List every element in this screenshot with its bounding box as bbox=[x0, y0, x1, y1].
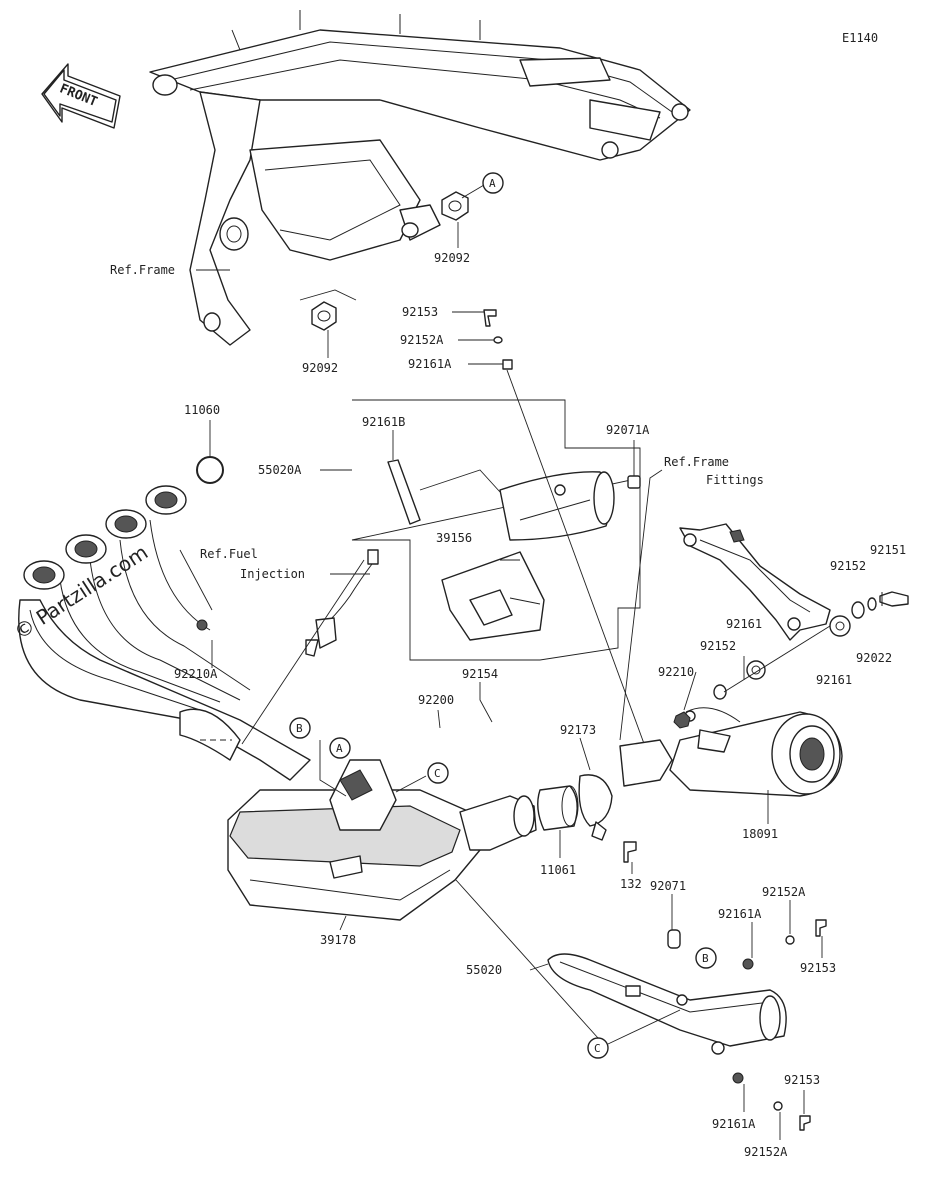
label-ref-fuel-2: Injection bbox=[240, 567, 305, 581]
nut-92092-bottom bbox=[311, 301, 337, 331]
label-11060: 11060 bbox=[184, 403, 220, 417]
collar-92161a-mid bbox=[742, 958, 754, 970]
bolt-92151 bbox=[879, 591, 909, 607]
svg-text:C: C bbox=[434, 767, 441, 780]
gasket-11061 bbox=[537, 785, 579, 831]
svg-text:A: A bbox=[489, 177, 496, 190]
label-92152a-bottom: 92152A bbox=[744, 1145, 788, 1159]
label-92161b: 92161B bbox=[362, 415, 405, 429]
label-92154: 92154 bbox=[462, 667, 498, 681]
callout-c-mid: C bbox=[427, 762, 449, 784]
label-ref-frame-fittings-2: Fittings bbox=[706, 473, 764, 487]
label-92071a: 92071A bbox=[606, 423, 650, 437]
washer-92152a-mid bbox=[785, 935, 795, 945]
label-92210a: 92210A bbox=[174, 667, 218, 681]
washer-92022 bbox=[867, 597, 877, 611]
label-39156: 39156 bbox=[436, 531, 472, 545]
muffler-18091 bbox=[619, 707, 843, 797]
washer-92152a-top bbox=[493, 336, 503, 344]
exhaust-chamber-39178 bbox=[227, 759, 481, 921]
insulation-strip-92161b bbox=[387, 459, 421, 525]
connector-pipe bbox=[459, 795, 537, 851]
label-92161-b: 92161 bbox=[816, 673, 852, 687]
callout-a-top: A bbox=[482, 172, 504, 194]
oxygen-sensor bbox=[305, 549, 379, 657]
header-flange-3 bbox=[105, 509, 147, 539]
label-92152a-top: 92152A bbox=[400, 333, 444, 347]
label-92153-bottom: 92153 bbox=[784, 1073, 820, 1087]
label-92071: 92071 bbox=[650, 879, 686, 893]
label-92092-top: 92092 bbox=[434, 251, 470, 265]
label-92152-b: 92152 bbox=[700, 639, 736, 653]
label-92092-bottom: 92092 bbox=[302, 361, 338, 375]
header-flange-4 bbox=[145, 485, 187, 515]
header-flange-2 bbox=[65, 534, 107, 564]
label-11061: 11061 bbox=[540, 863, 576, 877]
collar-92152-left bbox=[713, 684, 727, 700]
header-flange-1 bbox=[23, 560, 65, 590]
svg-text:B: B bbox=[702, 952, 709, 965]
label-92153-mid: 92153 bbox=[800, 961, 836, 975]
bolt-92153-mid bbox=[815, 919, 827, 937]
collar-92152-right bbox=[851, 601, 865, 619]
label-132: 132 bbox=[620, 877, 642, 891]
nut-92210a bbox=[196, 619, 208, 631]
collar-92161a-bottom bbox=[732, 1072, 744, 1084]
callout-a-mid: A bbox=[329, 737, 351, 759]
exhaust-header-pipes bbox=[18, 485, 311, 781]
label-92152a-mid: 92152A bbox=[762, 885, 806, 899]
label-ref-frame-fittings-1: Ref.Frame bbox=[664, 455, 729, 469]
nut-92092-top bbox=[441, 191, 469, 221]
label-92173: 92173 bbox=[560, 723, 596, 737]
gasket-11060 bbox=[196, 456, 224, 484]
label-92161a-top: 92161A bbox=[408, 357, 452, 371]
label-92161a-bottom: 92161A bbox=[712, 1117, 756, 1131]
callout-b-left: B bbox=[289, 717, 311, 739]
rubber-92161-right bbox=[829, 615, 851, 637]
label-92153-top: 92153 bbox=[402, 305, 438, 319]
label-92161a-mid: 92161A bbox=[718, 907, 762, 921]
bolt-132 bbox=[623, 841, 637, 863]
damper-92071 bbox=[667, 929, 681, 949]
label-55020: 55020 bbox=[466, 963, 502, 977]
svg-text:C: C bbox=[594, 1042, 601, 1055]
collar-92161a-top bbox=[502, 359, 513, 370]
label-92022: 92022 bbox=[856, 651, 892, 665]
label-39178: 39178 bbox=[320, 933, 356, 947]
label-92161-a: 92161 bbox=[726, 617, 762, 631]
callout-b-right: B bbox=[695, 947, 717, 969]
part-labels: 92092 Ref.Frame 92092 92153 92152A 92161… bbox=[110, 251, 906, 1159]
svg-text:A: A bbox=[336, 742, 343, 755]
label-55020a: 55020A bbox=[258, 463, 302, 477]
label-ref-fuel-1: Ref.Fuel bbox=[200, 547, 258, 561]
label-92152-a: 92152 bbox=[830, 559, 866, 573]
leader-lines bbox=[179, 184, 823, 1140]
frame-assembly bbox=[149, 10, 691, 346]
heat-shield-panel-55020a bbox=[499, 471, 615, 541]
frame-fitting-bracket bbox=[679, 523, 831, 641]
front-direction-arrow: FRONT bbox=[41, 63, 121, 129]
heat-shield-kit-outline bbox=[320, 399, 641, 661]
label-92200: 92200 bbox=[418, 693, 454, 707]
label-92210: 92210 bbox=[658, 665, 694, 679]
nut-92210 bbox=[673, 711, 691, 729]
insulator-39156 bbox=[441, 551, 545, 641]
label-18091: 18091 bbox=[742, 827, 778, 841]
heat-shield-55020 bbox=[547, 953, 787, 1055]
label-92151: 92151 bbox=[870, 543, 906, 557]
label-ref-frame: Ref.Frame bbox=[110, 263, 175, 277]
washer-92152a-bottom bbox=[773, 1101, 783, 1111]
clamp-92173 bbox=[578, 774, 613, 841]
callout-c-bottom: C bbox=[587, 1037, 609, 1059]
bolt-92153-bottom bbox=[799, 1115, 811, 1131]
bolt-92153-top bbox=[483, 309, 497, 327]
svg-text:B: B bbox=[296, 722, 303, 735]
damper-92071a bbox=[627, 475, 641, 489]
diagram-id: E1140 bbox=[842, 31, 878, 45]
